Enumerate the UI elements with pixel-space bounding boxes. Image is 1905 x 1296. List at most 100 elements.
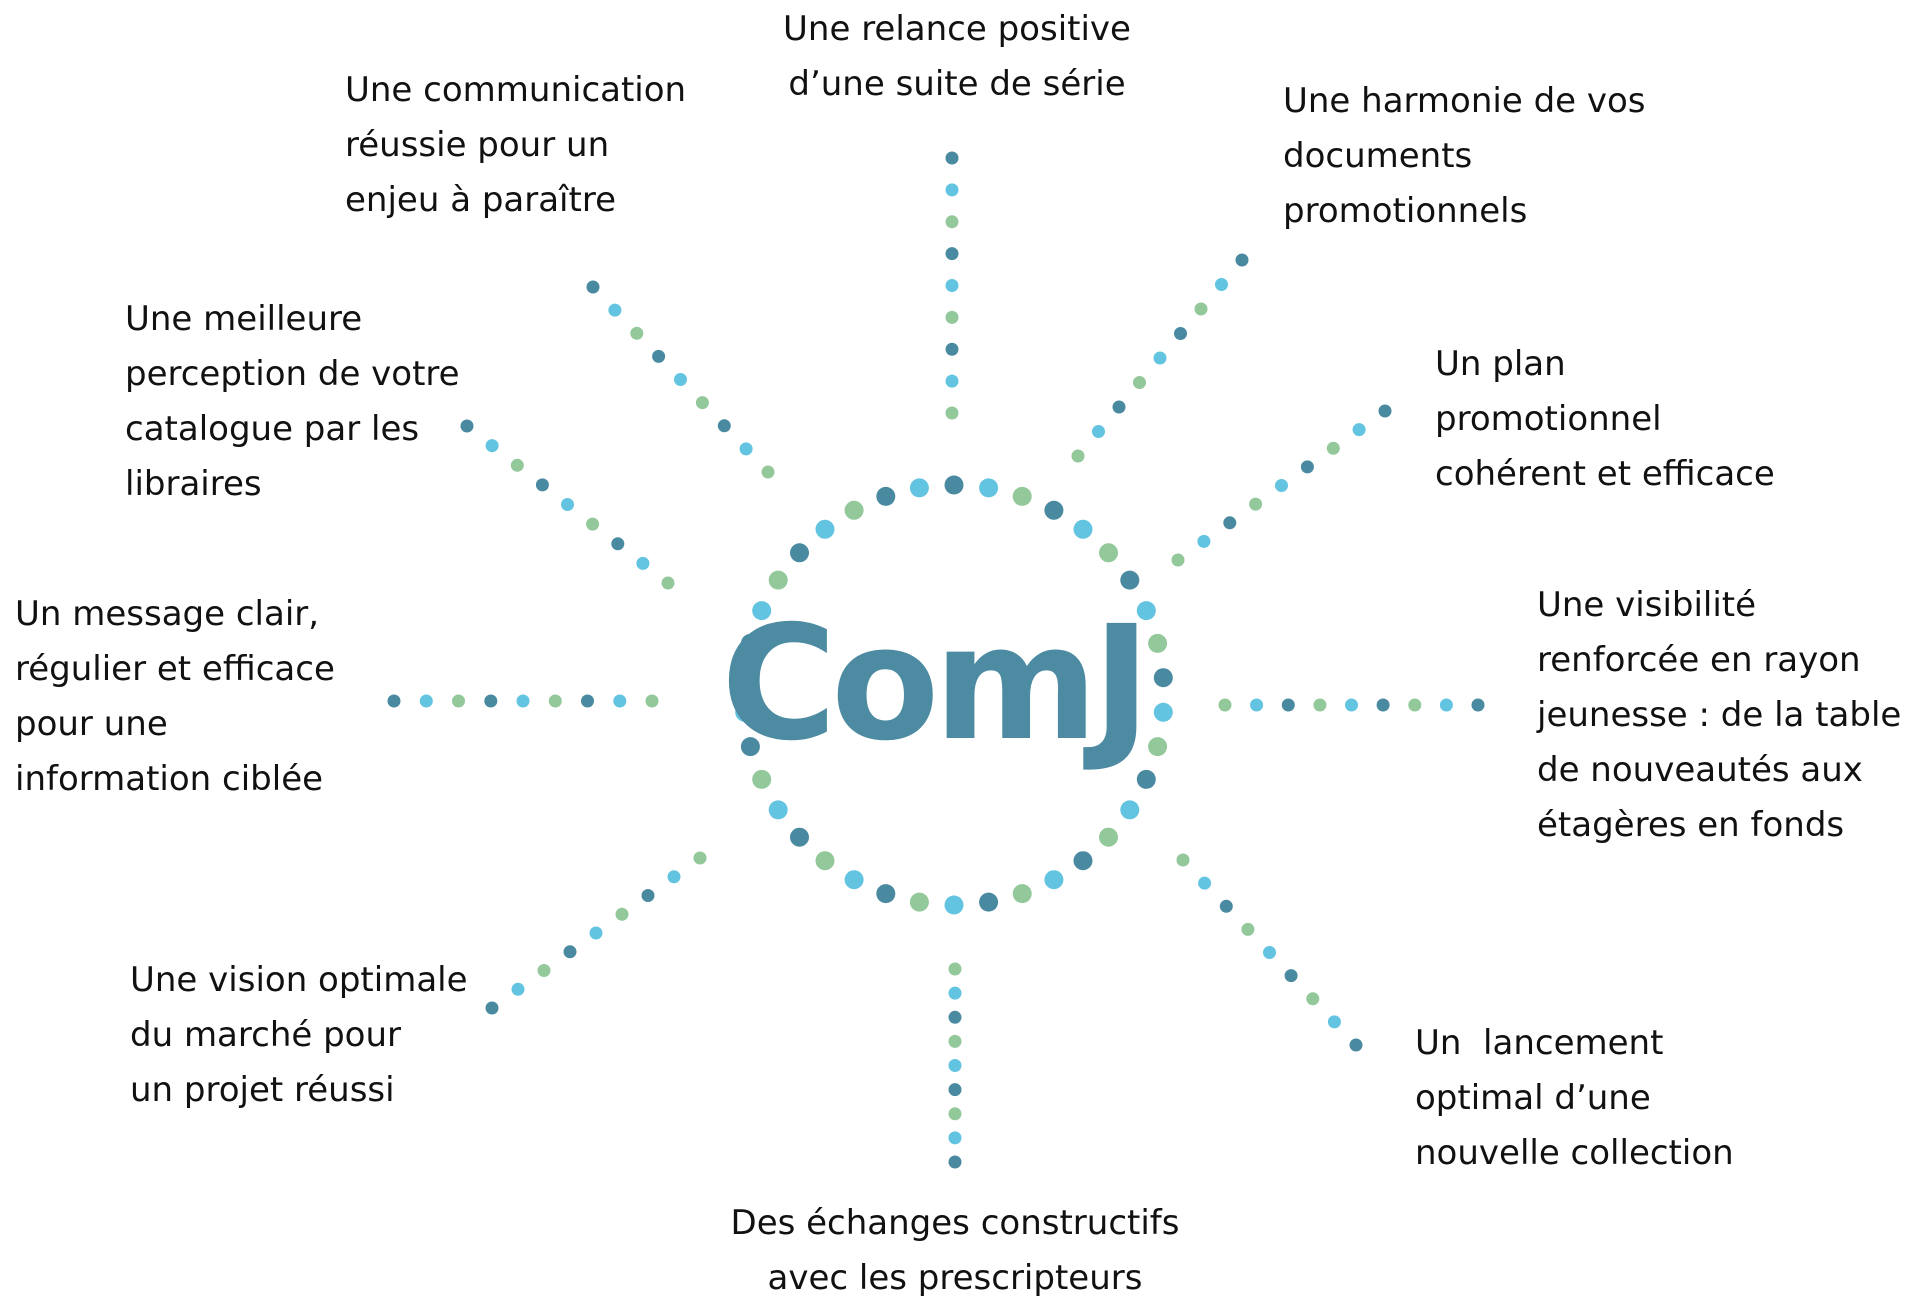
ray-dot xyxy=(485,1001,499,1015)
ray-dot xyxy=(945,183,959,197)
ray-dot xyxy=(1349,1038,1363,1052)
ray-dot xyxy=(695,396,709,410)
ray-dot xyxy=(1171,553,1185,567)
ray-dot xyxy=(589,926,603,940)
ray-dot xyxy=(1176,853,1190,867)
ray-dot xyxy=(945,342,959,356)
ray-dot xyxy=(419,694,433,708)
ray-dot xyxy=(615,907,629,921)
ring-dot xyxy=(944,895,964,915)
ray-dot xyxy=(1092,425,1105,438)
ray-dot xyxy=(1218,698,1232,712)
label-upper-left: Une meilleure perception de votre catalo… xyxy=(125,299,460,504)
ray-dot xyxy=(674,373,687,386)
ring-dot xyxy=(752,601,772,621)
ring-dot xyxy=(752,769,772,789)
label-upper-right: Un plan promotionnel cohérent et efficac… xyxy=(1435,344,1775,494)
ray-dot xyxy=(1112,400,1126,414)
ring-dot xyxy=(1099,543,1118,563)
ray-dot xyxy=(1263,946,1276,959)
ray-dot xyxy=(452,694,465,708)
ring-dot xyxy=(1073,519,1093,539)
ray-dot xyxy=(1327,1015,1341,1029)
dotted-rays xyxy=(387,151,1485,1169)
ring-dot xyxy=(1120,570,1140,590)
ring-dot xyxy=(735,668,755,688)
ray-dot xyxy=(613,694,627,708)
ray-dot xyxy=(1197,534,1211,548)
ray-dot xyxy=(1439,698,1453,712)
ring-dot xyxy=(1136,769,1156,789)
ray-dot xyxy=(1306,992,1320,1006)
ring-dot xyxy=(909,478,929,498)
ray-dot xyxy=(948,986,962,1000)
ray-dot xyxy=(535,478,549,492)
ring-dot xyxy=(1153,702,1173,722)
ray-dot xyxy=(739,442,753,456)
ring-dot xyxy=(944,475,964,495)
ring-dot xyxy=(815,851,835,871)
ray-dot xyxy=(1275,479,1288,492)
ray-dot xyxy=(652,349,666,363)
ray-dot xyxy=(1223,516,1237,530)
ring-dot xyxy=(735,702,755,722)
ray-dot xyxy=(1133,376,1146,389)
ray-dot xyxy=(1249,497,1263,511)
ray-dot xyxy=(460,419,474,433)
ray-dot xyxy=(537,964,551,977)
ray-dot xyxy=(948,1131,962,1145)
ray-dot xyxy=(1300,460,1314,474)
ray-dot xyxy=(1284,969,1298,983)
ray-dot xyxy=(645,694,659,708)
ray-dot xyxy=(1198,876,1212,890)
label-left: Un message clair, régulier et efficace p… xyxy=(15,594,335,799)
ray-dot xyxy=(717,419,731,433)
ring-dot xyxy=(790,543,809,563)
ray-dot xyxy=(948,1083,962,1097)
ray-dot xyxy=(1071,449,1085,463)
ray-dot xyxy=(948,1010,962,1024)
ray-dot xyxy=(761,465,775,479)
ray-dot xyxy=(1194,302,1208,316)
ray-dot xyxy=(641,889,655,902)
ray-dot xyxy=(948,1107,962,1121)
ring-dot xyxy=(876,884,896,904)
ray-dot xyxy=(510,458,524,472)
label-top-left: Une communication réussie pour un enjeu … xyxy=(345,70,687,220)
ray-dot xyxy=(1376,698,1390,712)
ray-dot xyxy=(608,303,622,317)
ray-dot xyxy=(485,439,499,453)
ring-dot xyxy=(768,570,788,590)
ring-dot xyxy=(1012,486,1032,506)
ray-dot xyxy=(1313,698,1327,712)
ray-dot xyxy=(611,537,625,551)
ray-dot xyxy=(1352,423,1366,437)
ray-dot xyxy=(693,851,707,865)
ray-dot xyxy=(945,279,959,292)
ring-dot xyxy=(1044,500,1064,520)
ray-dot xyxy=(661,576,675,590)
ray-dot xyxy=(948,1034,962,1048)
ray-dot xyxy=(586,280,600,294)
ray-dot xyxy=(581,694,594,708)
ring-dot xyxy=(1136,601,1156,621)
ray-dot xyxy=(1326,441,1340,455)
ring-dot xyxy=(1148,633,1168,653)
ring-dot xyxy=(844,500,864,520)
ray-dot xyxy=(1174,327,1187,340)
ring-dot xyxy=(1073,851,1093,871)
ring-dot xyxy=(768,800,788,820)
ray-dot xyxy=(667,870,681,884)
ray-dot xyxy=(1215,278,1228,291)
ray-dot xyxy=(561,498,574,511)
ring-dot xyxy=(740,737,760,757)
dotted-circle xyxy=(735,475,1173,915)
ring-dot xyxy=(1099,827,1118,847)
ray-dot xyxy=(1378,404,1392,418)
ring-dot xyxy=(1044,870,1064,890)
ray-dot xyxy=(1241,922,1255,936)
ray-dot xyxy=(945,151,959,165)
ring-dot xyxy=(1012,884,1032,904)
ray-dot xyxy=(484,694,498,708)
